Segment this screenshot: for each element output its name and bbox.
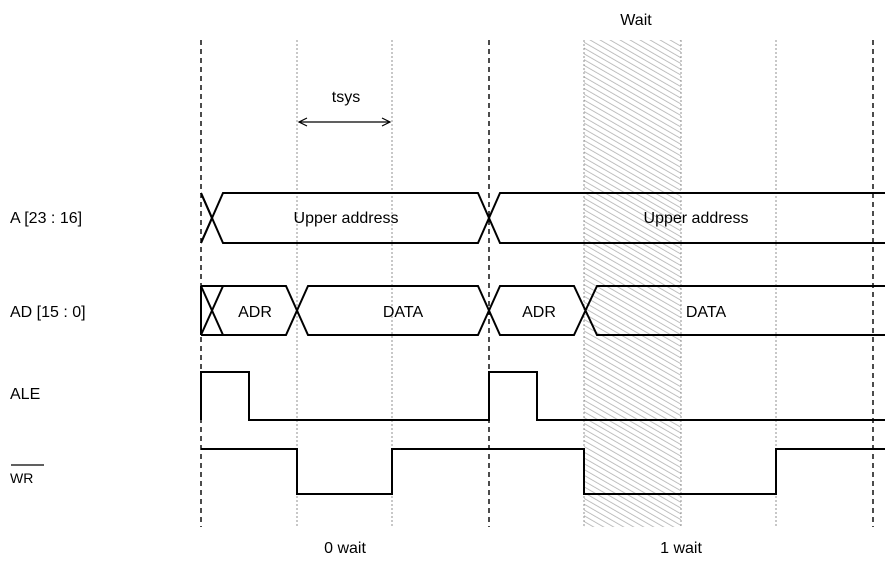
wr-waveform [201,448,885,495]
data-label-cycle1: DATA [383,304,424,321]
adr-label-cycle1: ADR [238,304,272,321]
address-high-waveform [200,192,885,244]
upper-address-label-cycle2: Upper address [644,210,749,227]
wait-label: Wait [620,12,652,29]
cycle-caption-0-wait: 0 wait [324,540,366,557]
address-data-waveform [200,285,885,336]
signal-label-address-data: AD [15 : 0] [10,304,86,321]
signal-label-ale: ALE [10,386,40,403]
cycle-caption-1-wait: 1 wait [660,540,702,557]
ale-waveform [200,371,885,421]
tsys-label: tsys [332,89,360,106]
adr-label-cycle2: ADR [522,304,556,321]
upper-address-label-cycle1: Upper address [294,210,399,227]
tsys-arrow [297,117,392,127]
signal-label-address-high: A [23 : 16] [10,210,82,227]
data-label-cycle2: DATA [686,304,727,321]
signal-label-wr: WR [10,470,33,486]
wait-region [584,40,681,527]
